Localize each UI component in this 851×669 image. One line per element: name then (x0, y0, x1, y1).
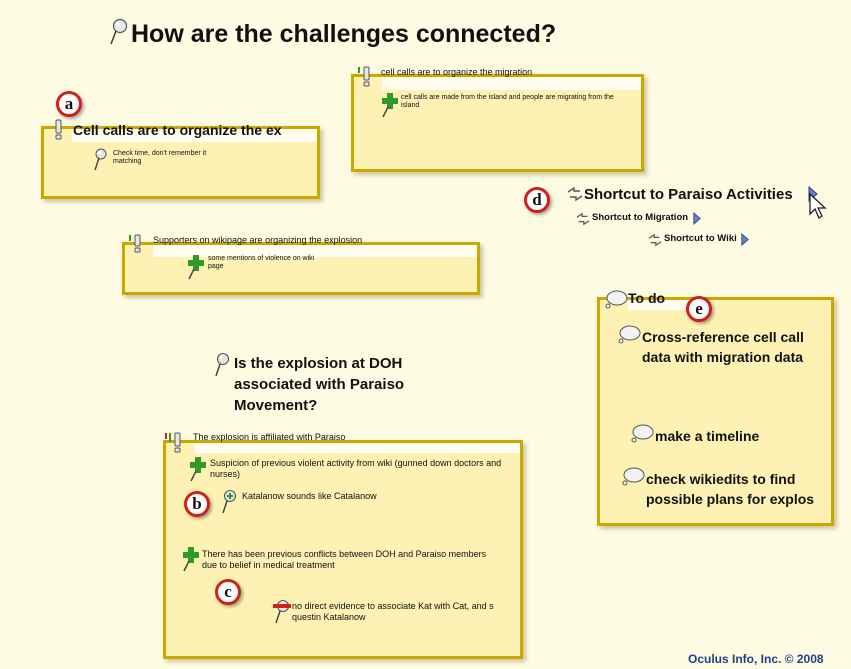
hypothesis-box-migration[interactable] (351, 74, 644, 172)
annotation-badge-b: b (184, 491, 210, 517)
box-a-header[interactable]: Cell calls are to organize the ex (73, 122, 282, 138)
refute-pin-icon (273, 599, 291, 624)
evidence-item[interactable]: There has been previous conflicts betwee… (202, 549, 487, 570)
shortcut-link-icon (567, 186, 583, 202)
evidence-item[interactable]: Suspicion of previous violent activity f… (210, 458, 502, 479)
support-pin-icon (188, 255, 204, 280)
pin-icon (94, 148, 107, 171)
note-b[interactable]: Katalanow sounds like Catalanow (242, 491, 377, 501)
annotation-badge-d: d (524, 187, 550, 213)
annotation-badge-a: a (56, 91, 82, 117)
pin-icon (110, 18, 128, 45)
thought-bubble-icon (618, 325, 641, 344)
note-c[interactable]: no direct evidence to associate Kat with… (292, 601, 494, 622)
box-migration-note[interactable]: cell calls are made from the island and … (401, 94, 614, 109)
annotation-badge-e: e (686, 296, 712, 322)
hypothesis-box-supporters[interactable] (122, 242, 480, 295)
support-pin-icon (190, 457, 206, 482)
expand-arrow-icon[interactable] (741, 233, 749, 246)
thought-bubble-icon (631, 424, 654, 443)
footer-copyright: Oculus Info, Inc. © 2008 (688, 652, 824, 666)
mouse-cursor-icon (809, 192, 827, 219)
page-title: How are the challenges connected? (131, 20, 557, 48)
pin-icon (215, 352, 230, 377)
support-pin-icon (382, 93, 398, 118)
annotation-badge-c: c (215, 579, 241, 605)
todo-item[interactable]: Cross-reference cell call data with migr… (642, 329, 804, 365)
exclamation-icon (129, 234, 141, 253)
box-migration-header[interactable]: cell calls are to organize the migration (381, 67, 533, 77)
box-supporters-header[interactable]: Supporters on wikipage are organizing th… (153, 235, 363, 245)
todo-item[interactable]: check wikiedits to find possible plans f… (646, 471, 815, 507)
thought-bubble-icon (622, 467, 645, 486)
todo-item[interactable]: make a timeline (655, 428, 760, 444)
expand-arrow-icon[interactable] (693, 212, 701, 225)
box-supporters-note[interactable]: some mentions of violence on wiki page (208, 255, 315, 270)
thought-bubble-icon (605, 290, 628, 309)
todo-title: To do (628, 290, 666, 306)
exclamation-icon (165, 432, 181, 453)
support-pin-icon (183, 547, 199, 572)
shortcut-link-icon (648, 233, 662, 247)
exclamation-icon (55, 119, 62, 140)
shortcut-wiki[interactable]: Shortcut to Wiki (664, 233, 737, 244)
exclamation-icon (358, 66, 370, 87)
shortcut-paraiso-activities[interactable]: Shortcut to Paraiso Activities (584, 186, 793, 203)
support-note-pin-icon (222, 489, 237, 514)
shortcut-link-icon (576, 212, 590, 226)
hypothesis-box-cell-calls-explosion[interactable] (41, 126, 320, 199)
box-explosion-header[interactable]: The explosion is affiliated with Paraiso (193, 432, 346, 442)
shortcut-migration[interactable]: Shortcut to Migration (592, 212, 689, 223)
question-text[interactable]: Is the explosion at DOH associated with … (234, 355, 405, 414)
hypothesis-box-explosion-paraiso[interactable] (163, 440, 523, 659)
box-a-note[interactable]: Check time, don't remember it matching (113, 150, 207, 165)
